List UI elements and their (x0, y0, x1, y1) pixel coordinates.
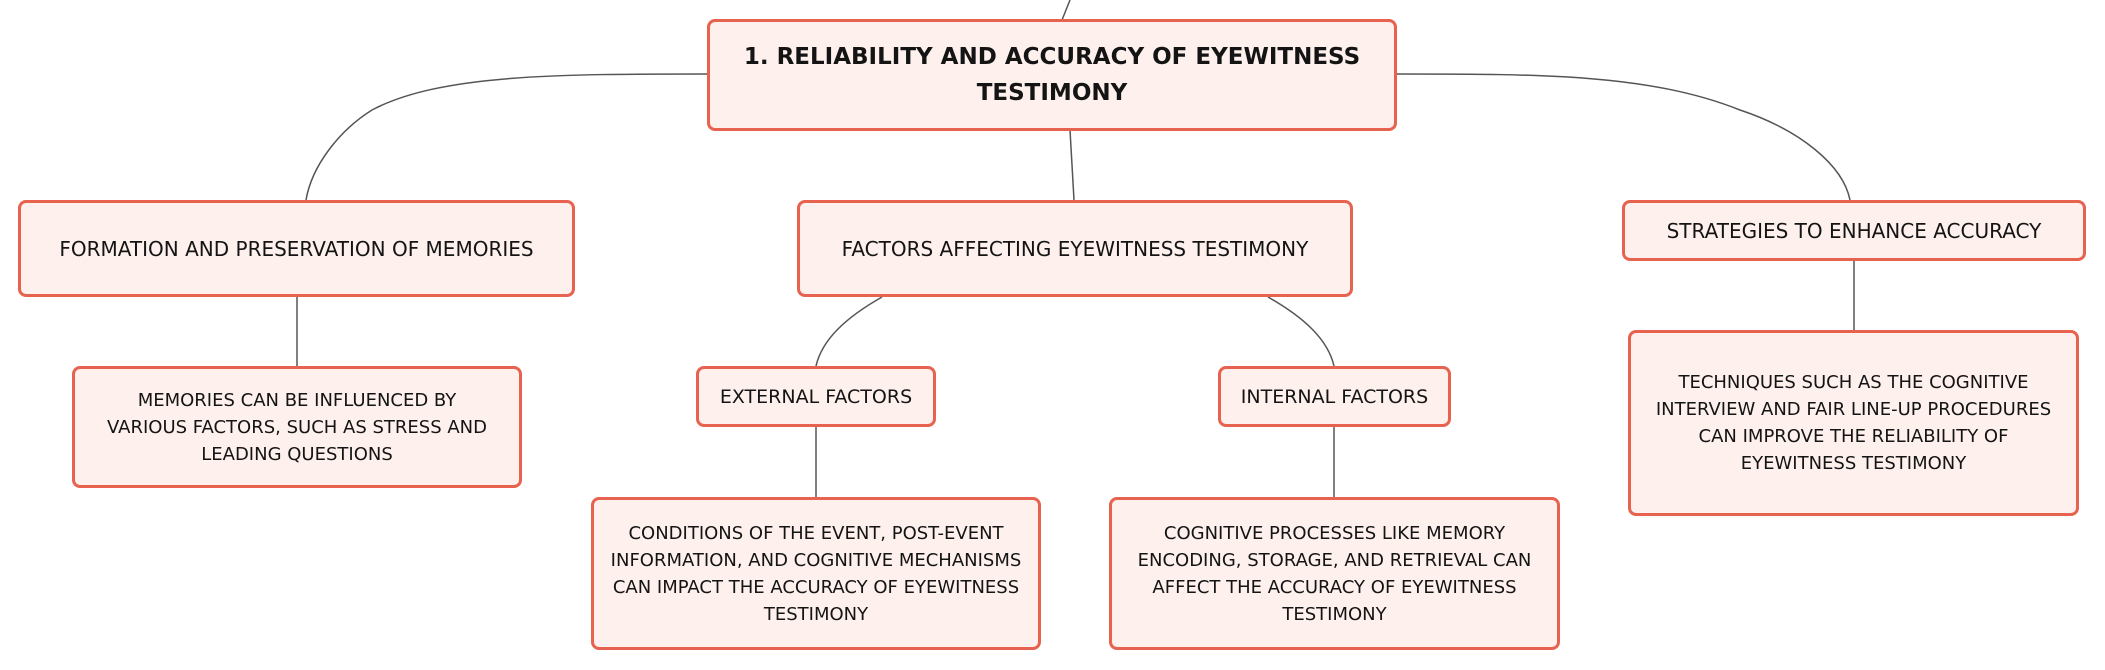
internal-detail-text: COGNITIVE PROCESSES LIKE MEMORY ENCODING… (1137, 522, 1532, 625)
strategies-detail-node[interactable]: TECHNIQUES SUCH AS THE COGNITIVE INTERVI… (1628, 330, 2079, 516)
connector-root-factors (1069, 129, 1075, 201)
root-topic-node[interactable]: 1. RELIABILITY AND ACCURACY OF EYEWITNES… (707, 19, 1397, 131)
strategies-detail-text: TECHNIQUES SUCH AS THE COGNITIVE INTERVI… (1655, 372, 2052, 474)
internal-detail-node[interactable]: COGNITIVE PROCESSES LIKE MEMORY ENCODING… (1109, 497, 1560, 650)
external-factors-label: EXTERNAL FACTORS (719, 385, 913, 408)
connector-factors-internal (1267, 296, 1335, 367)
internal-factors-node[interactable]: INTERNAL FACTORS (1218, 366, 1451, 427)
strategies-label: STRATEGIES TO ENHANCE ACCURACY (1666, 218, 2042, 243)
formation-label: FORMATION AND PRESERVATION OF MEMORIES (59, 236, 534, 261)
root-topic-label: 1. RELIABILITY AND ACCURACY OF EYEWITNES… (743, 44, 1361, 106)
connector-root-parent (1061, 0, 1071, 21)
connector-root-strategies (1396, 73, 1851, 201)
formation-detail-node[interactable]: MEMORIES CAN BE INFLUENCED BY VARIOUS FA… (72, 366, 522, 488)
external-detail-text: CONDITIONS OF THE EVENT, POST-EVENT INFO… (610, 522, 1022, 625)
external-factors-node[interactable]: EXTERNAL FACTORS (696, 366, 936, 427)
factors-label: FACTORS AFFECTING EYEWITNESS TESTIMONY (841, 236, 1309, 261)
connector-factors-external (815, 296, 883, 367)
connector-root-formation (305, 73, 708, 201)
formation-detail-text: MEMORIES CAN BE INFLUENCED BY VARIOUS FA… (107, 389, 487, 465)
strategies-node[interactable]: STRATEGIES TO ENHANCE ACCURACY (1622, 200, 2086, 261)
external-detail-node[interactable]: CONDITIONS OF THE EVENT, POST-EVENT INFO… (591, 497, 1041, 650)
factors-node[interactable]: FACTORS AFFECTING EYEWITNESS TESTIMONY (797, 200, 1353, 297)
formation-node[interactable]: FORMATION AND PRESERVATION OF MEMORIES (18, 200, 575, 297)
internal-factors-label: INTERNAL FACTORS (1240, 385, 1429, 408)
